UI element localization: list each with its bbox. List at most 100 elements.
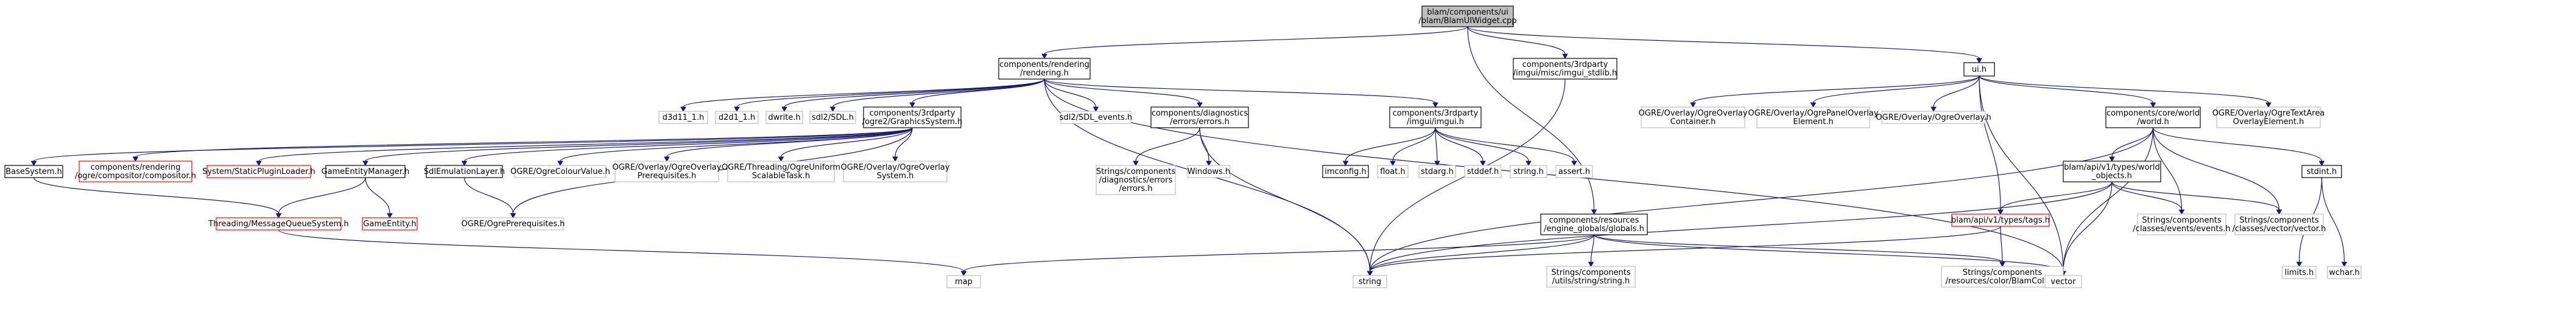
edge-rendering-to-errors [1044,78,1203,108]
node-label: wchar.h [2329,268,2360,277]
node-label: OGRE/OgreColourValue.h [510,167,610,176]
node-compositor: components/rendering/ogre/compositor/com… [75,161,196,182]
edge-root-to-rendering [1041,26,1468,60]
node-label: Element.h [1793,117,1833,127]
node-basesystem[interactable]: BaseSystem.h [4,165,63,178]
node-label: stddef.h [1467,167,1499,176]
node-box [2282,266,2317,279]
node-label: /errors/errors.h [1170,117,1230,127]
edge-imgui-to-stringh [1435,127,1532,167]
node-label: OGRE/Overlay/OgreOverlay [613,163,722,172]
node-box [2301,165,2342,178]
node-box [1513,58,1617,80]
node-label: OGRE/Overlay/OgrePanelOverlay [1748,109,1878,118]
node-label: ScalableTask.h [752,172,810,181]
node-box [426,165,503,178]
node-label: components/resources [1549,216,1639,225]
node-box [79,161,192,182]
node-rendering[interactable]: components/rendering/rendering.h [998,58,1091,80]
node-box [1540,213,1648,235]
node-gementity[interactable]: GameEntityManager.h [322,165,410,178]
node-label: Strings/components [2142,216,2221,225]
node-label: /imgui/misc/imgui_stdlib.h [1513,69,1617,78]
node-label: _objects.h [2091,172,2132,181]
edge-world-to-stdint [2152,127,2325,167]
node-box [765,111,803,124]
edge-gementity-to-msgqueue [275,177,366,219]
node-box [1096,165,1176,195]
edge-sdlemulation-to-ogreprereq [463,177,516,219]
edge-graphics-to-gementity [362,127,913,167]
edge-errors-to-string [1199,127,1373,277]
node-label: OGRE/Threading/OgreUniform [722,163,840,172]
node-box [1060,111,1131,124]
node-globals[interactable]: components/resources/engine_globals/glob… [1540,213,1648,235]
node-box [1555,165,1593,178]
edge-graphics-to-compositor [132,127,913,162]
node-imconfig[interactable]: imconfig.h [1322,165,1369,178]
node-label: OGRE/Overlay/OgreOverlay.h [1876,113,1991,122]
edge-rendering-to-sdlevents [1044,78,1099,113]
node-colourvalue: OGRE/OgreColourValue.h [510,165,610,178]
node-box [614,161,719,182]
node-msgqueue: Threading/MessageQueueSystem.h [208,217,349,231]
node-label: components/3rdparty [870,109,955,118]
edges-layer [30,26,2348,277]
node-box [2063,161,2161,182]
edge-uih-to-world [1979,75,2156,108]
node-label: /engine_globals/globals.h [1544,224,1644,234]
node-stdarg: stdarg.h [1418,165,1456,178]
node-box [1187,165,1231,178]
edge-root-to-uih [1467,26,1982,64]
node-box [1322,165,1369,178]
node-label: /rendering.h [1020,69,1069,78]
node-sdlemulation[interactable]: SdlEmulationLayer.h [424,165,505,178]
edge-graphics-to-overlaysystem [892,127,913,162]
node-graphics[interactable]: components/3rdparty/ogre2/GraphicsSystem… [862,106,963,128]
edge-types-to-vector [2060,181,2113,277]
edge-world-to-types [2109,127,2154,162]
node-stdint[interactable]: stdint.h [2301,165,2342,178]
edge-uih-to-textarea [1979,75,2272,108]
node-label: GameEntity.h [363,220,416,229]
node-d2d1_1: d2d1_1.h [715,111,759,124]
edge-types-to-tags [1997,181,2113,215]
node-types[interactable]: blam/api/v1/types/world_objects.h [2063,161,2161,182]
edge-graphics-to-sdlemulation [461,127,913,167]
node-label: OGRE/Overlay/OgreTextArea [2212,109,2325,118]
node-label: /utils/string/string.h [1552,277,1630,286]
node-box [1546,266,1636,288]
node-label: sdl2/SDL.h [812,113,854,122]
node-label: SdlEmulationLayer.h [424,167,505,176]
edge-rendering-to-d3d11_1 [680,78,1045,113]
node-pluginloader: System/StaticPluginLoader.h [202,165,315,178]
edge-errors-to-windows [1199,127,1212,167]
node-errors[interactable]: components/diagnostics/errors/errors.h [1150,106,1249,128]
node-box [2216,106,2321,128]
node-stdlib[interactable]: components/3rdparty/imgui/misc/imgui_std… [1513,58,1617,80]
node-assert: assert.h [1555,165,1593,178]
node-imgui[interactable]: components/3rdparty/imgui/imgui.h [1389,106,1482,128]
node-stringh: string.h [1510,165,1547,178]
edge-basesystem-to-msgqueue [33,177,282,219]
node-sdl2: sdl2/SDL.h [809,111,856,124]
node-box [715,111,759,124]
node-label: /errors.h [1119,184,1153,193]
node-label: System/StaticPluginLoader.h [202,167,315,176]
node-label: ui.h [1972,65,1987,74]
node-label: Strings/components [2239,216,2318,225]
edge-graphics-to-uniformtask [778,127,913,162]
node-box [1418,165,1456,178]
node-box [1951,213,2050,227]
node-label: Threading/MessageQueueSystem.h [208,220,348,229]
node-box [998,58,1091,80]
node-uih[interactable]: ui.h [1963,62,1995,77]
edge-tags-to-string [1367,226,2001,277]
node-world[interactable]: components/core/world/world.h [2105,106,2201,128]
node-float: float.h [1377,165,1409,178]
edge-world-to-strvector [2152,127,2282,215]
edge-gementity-to-gameentity [365,177,393,219]
node-label: blam/api/v1/types/world [2064,163,2159,172]
node-label: d3d11_1.h [663,113,704,122]
